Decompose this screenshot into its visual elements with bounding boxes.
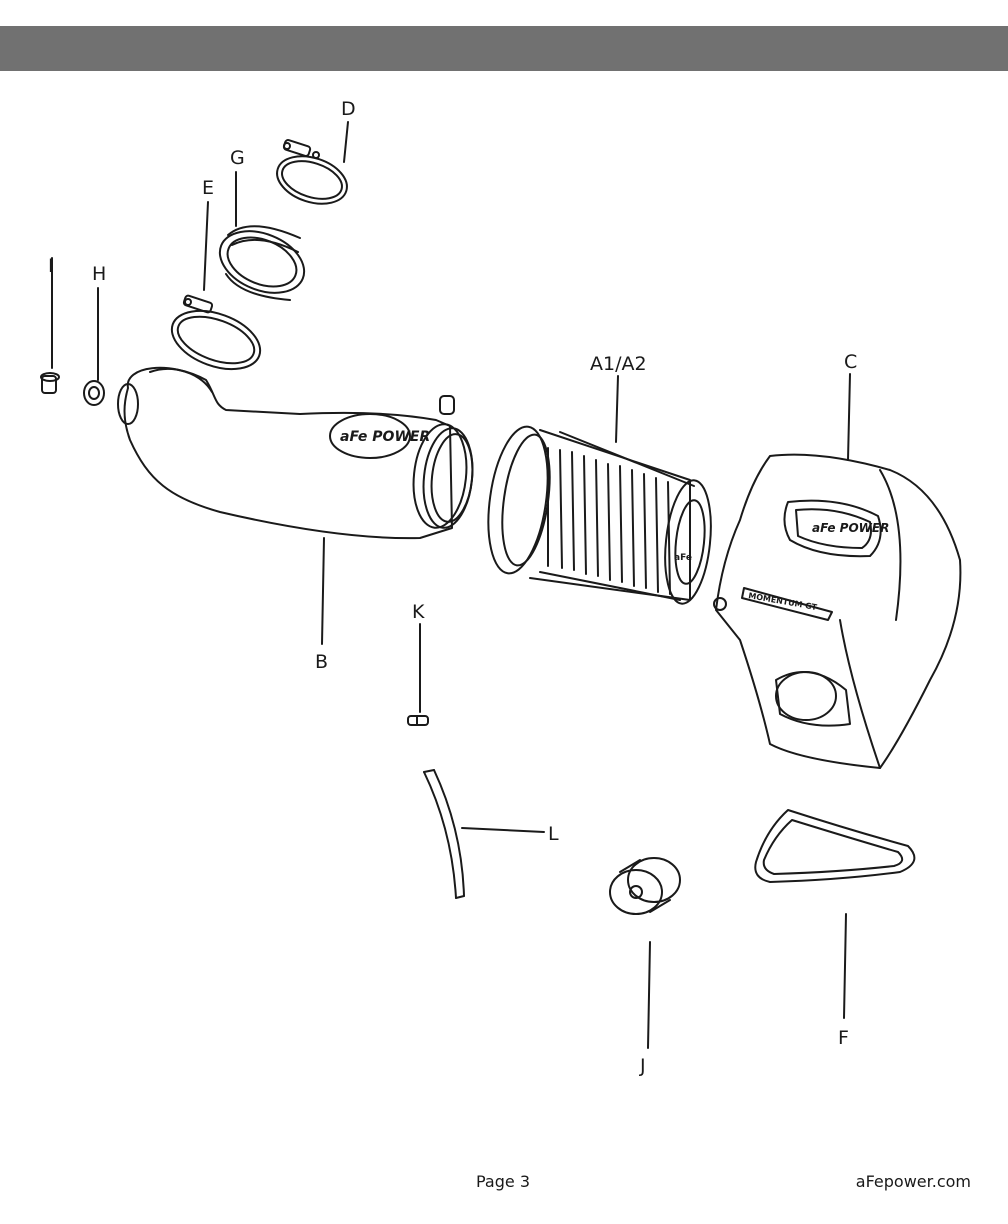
callout-e: E [202, 177, 214, 199]
callout-k: K [412, 601, 425, 623]
callout-b: B [315, 651, 328, 673]
part-g-coupler [218, 225, 306, 301]
callout-j: J [639, 1055, 646, 1077]
callout-h: H [92, 263, 106, 285]
part-e-clamp [170, 294, 262, 371]
page-number: Page 3 [476, 1172, 530, 1191]
part-i-plug [40, 372, 60, 394]
leader-lines [51, 121, 851, 1049]
callout-l: L [548, 823, 559, 845]
callout-a: A1/A2 [590, 353, 647, 375]
part-d-clamp [276, 139, 348, 205]
callout-d: D [341, 98, 356, 120]
part-b-intake-tube: aFe POWER [117, 366, 474, 540]
housing-logo: aFe POWER [812, 521, 889, 535]
filter-cap-logo: aFe [674, 553, 692, 563]
callout-f: F [838, 1027, 849, 1049]
part-f-seal [754, 809, 916, 883]
part-h-grommet [83, 380, 105, 406]
part-a-cone-filter: aFe [487, 425, 712, 605]
callout-c: C [844, 351, 857, 373]
part-j-cap [609, 857, 681, 915]
part-k-fitting [407, 715, 429, 726]
header-bar [0, 26, 1008, 71]
part-l-hose [423, 769, 465, 899]
callout-g: G [230, 147, 245, 169]
tube-logo: aFe POWER [340, 429, 430, 445]
part-c-airbox-housing: aFe POWER MOMENTUM GT [713, 453, 962, 769]
callout-i: I [48, 255, 54, 277]
website-link[interactable]: aFepower.com [855, 1172, 971, 1191]
